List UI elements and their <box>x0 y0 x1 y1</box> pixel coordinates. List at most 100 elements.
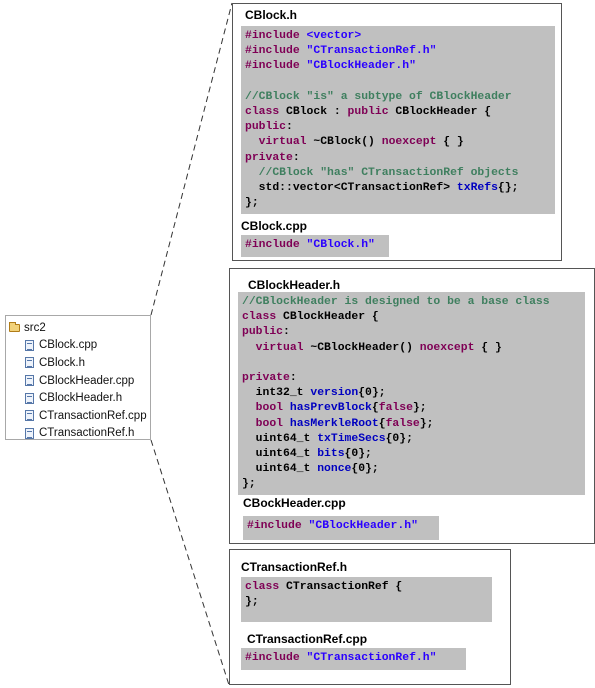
keyword-token: false <box>378 402 413 415</box>
code-token: }; <box>245 197 259 210</box>
field-token: nonce <box>317 463 352 476</box>
folder-icon <box>9 321 20 332</box>
keyword-token: private <box>242 372 290 385</box>
code-token: { } <box>436 136 464 149</box>
code-line: class CBlock : public CBlockHeader { <box>245 105 551 120</box>
code-token: {}; <box>497 182 519 195</box>
keyword-token: noexcept <box>381 136 437 149</box>
preprocessor-token: #include <box>247 520 309 532</box>
code-token: uint64_t <box>242 432 318 445</box>
keyword-token: noexcept <box>419 341 475 354</box>
code-line: public: <box>245 120 551 135</box>
code-line: #include "CBlockHeader.h" <box>247 519 435 534</box>
file-title: CTransactionRef.h <box>241 560 348 574</box>
code-line: #include <vector> <box>245 29 551 44</box>
code-line: #include "CTransactionRef.h" <box>245 651 462 666</box>
preprocessor-token: #include <box>245 45 307 58</box>
cpp-file-icon <box>25 339 34 351</box>
code-line: private: <box>245 151 551 166</box>
code-line: }; <box>245 595 488 610</box>
cblockheader-files-panel: CBlockHeader.h //CBlockHeader is designe… <box>229 268 595 544</box>
file-title: CBlock.cpp <box>241 219 308 233</box>
field-token: version <box>310 387 359 400</box>
tree-file-item[interactable]: CBlock.h <box>6 354 150 372</box>
keyword-token: class <box>245 581 280 593</box>
code-line: uint64_t bits{0}; <box>242 447 581 462</box>
field-token: hasMerkleRoot <box>289 417 379 430</box>
code-line: //CBlock "is" a subtype of CBlockHeader <box>245 90 551 105</box>
code-token <box>245 136 259 148</box>
string-token: "CBlockHeader.h" <box>306 60 416 73</box>
cpp-file-icon <box>25 410 34 422</box>
file-title: CTransactionRef.cpp <box>247 632 368 646</box>
tree-file-label: CBlockHeader.cpp <box>39 374 135 387</box>
code-token <box>242 402 256 414</box>
code-line: bool hasPrevBlock{false}; <box>242 401 581 416</box>
code-token: CBlockHeader { <box>388 106 492 119</box>
code-line <box>245 75 551 90</box>
code-line: private: <box>242 371 581 386</box>
comment-token: //CBlock "is" a subtype of CBlockHeader <box>245 90 512 103</box>
tree-file-label: CTransactionRef.cpp <box>39 409 147 422</box>
code-line: virtual ~CBlock() noexcept { } <box>245 135 551 150</box>
code-token: uint64_t <box>242 448 318 461</box>
callout-line-top <box>150 2 233 316</box>
code-block: class CTransactionRef {}; <box>241 577 492 622</box>
code-token: { <box>371 402 379 415</box>
file-title: CBlockHeader.h <box>248 278 341 292</box>
project-tree: src2 CBlock.cpp CBlock.h CBlockHeader.cp… <box>5 315 151 440</box>
code-line: uint64_t nonce{0}; <box>242 462 581 477</box>
code-line: class CTransactionRef { <box>245 580 488 595</box>
code-token: {0}; <box>351 463 379 476</box>
tree-file-item[interactable]: CTransactionRef.cpp <box>6 407 150 425</box>
code-line <box>242 356 581 371</box>
file-title: CBlock.h <box>245 8 298 22</box>
code-token: ~CBlock() <box>306 136 382 149</box>
code-token: : <box>292 151 300 164</box>
code-line: int32_t version{0}; <box>242 386 581 401</box>
code-token: }; <box>242 478 256 491</box>
code-token: { <box>378 417 386 430</box>
keyword-token: false <box>385 417 420 430</box>
field-token: hasPrevBlock <box>289 402 372 415</box>
code-token: : <box>283 326 290 339</box>
code-token: {0}; <box>385 432 413 445</box>
tree-file-item[interactable]: CTransactionRef.h <box>6 425 150 443</box>
string-token: "CTransactionRef.h" <box>306 652 437 664</box>
tree-file-item[interactable]: CBlockHeader.h <box>6 389 150 407</box>
code-line: class CBlockHeader { <box>242 310 581 325</box>
field-token: txRefs <box>456 182 498 195</box>
keyword-token: class <box>242 311 277 324</box>
string-token: "CBlockHeader.h" <box>308 520 418 532</box>
header-file-icon <box>25 392 34 404</box>
code-token: {0}; <box>358 387 386 400</box>
code-block: #include "CBlockHeader.h" <box>243 516 439 540</box>
code-line: }; <box>245 196 551 211</box>
tree-root-label: src2 <box>24 321 46 334</box>
preprocessor-token: #include <box>245 652 307 664</box>
code-line: }; <box>242 477 581 492</box>
keyword-token: class <box>245 106 280 119</box>
cpp-file-icon <box>25 375 34 387</box>
ctransactionref-files-panel: CTransactionRef.h class CTransactionRef … <box>229 549 511 685</box>
preprocessor-token: #include <box>245 30 307 42</box>
keyword-token: public <box>245 121 287 134</box>
tree-file-item[interactable]: CBlock.cpp <box>6 337 150 355</box>
code-token: }; <box>412 402 427 415</box>
cblock-files-panel: CBlock.h #include <vector>#include "CTra… <box>232 3 562 261</box>
preprocessor-token: #include <box>245 239 307 251</box>
tree-file-label: CTransactionRef.h <box>39 427 135 440</box>
code-line: public: <box>242 325 581 340</box>
header-file-icon <box>25 427 34 439</box>
string-token: <vector> <box>306 30 362 42</box>
tree-file-item[interactable]: CBlockHeader.cpp <box>6 372 150 390</box>
tree-root-folder[interactable]: src2 <box>6 319 150 337</box>
keyword-token: public <box>242 326 284 339</box>
code-block: //CBlockHeader is designed to be a base … <box>238 292 585 495</box>
code-token: CBlockHeader { <box>276 311 379 324</box>
code-token: }; <box>419 417 434 430</box>
preprocessor-token: #include <box>245 60 307 73</box>
code-line: bool hasMerkleRoot{false}; <box>242 417 581 432</box>
code-token <box>242 342 256 354</box>
